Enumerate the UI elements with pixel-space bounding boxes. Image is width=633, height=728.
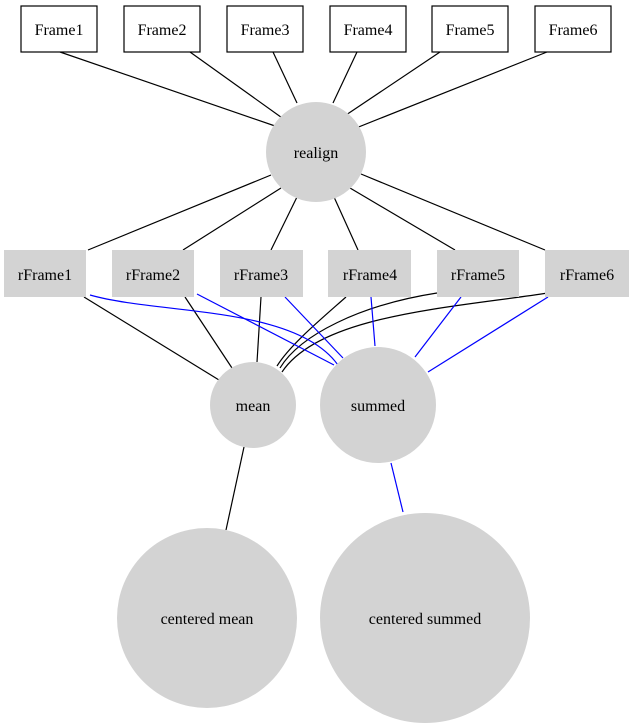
node-rframe4-label: rFrame4	[343, 267, 397, 284]
edge-rframe5-summed	[414, 296, 462, 358]
node-centered-mean-circle	[117, 528, 297, 708]
edge-rframe6-summed	[427, 296, 549, 373]
node-centered-summed[interactable]: centered summed	[320, 513, 530, 723]
node-rframe5[interactable]: rFrame5	[437, 250, 519, 297]
edges-to-centered	[225, 446, 404, 531]
edge-realign-rframe6	[360, 173, 546, 251]
node-frame1-box	[20, 5, 98, 53]
frame-nodes: Frame1 Frame2 Frame3 Frame4 Frame5 Frame…	[20, 5, 612, 53]
node-summed-label: summed	[351, 398, 405, 415]
edge-rframe5-mean	[279, 292, 438, 369]
edge-rframe3-mean	[256, 296, 262, 363]
node-centered-summed-label: centered summed	[369, 611, 481, 628]
node-rframe1-label: rFrame1	[18, 267, 72, 284]
node-rframe4-box	[328, 250, 411, 297]
node-realign-label: realign	[294, 145, 338, 162]
node-frame3-box	[226, 5, 304, 53]
edge-rframe2-summed	[196, 293, 335, 366]
node-rframe6-box	[545, 250, 629, 297]
node-rframe3-box	[220, 250, 303, 297]
node-frame2[interactable]: Frame2	[123, 5, 201, 53]
node-frame2-box	[123, 5, 201, 53]
node-centered-summed-circle	[320, 513, 530, 723]
node-frame6[interactable]: Frame6	[534, 5, 612, 53]
edge-frame5-realign	[345, 51, 441, 116]
edge-summed-centered-summed	[390, 462, 404, 513]
node-frame4[interactable]: Frame4	[329, 5, 407, 53]
edge-rframe4-mean	[276, 296, 347, 367]
node-rframe1[interactable]: rFrame1	[4, 250, 86, 297]
edges-rframes-to-summed	[89, 293, 549, 373]
node-frame2-label: Frame2	[138, 22, 187, 39]
node-summed[interactable]: summed	[320, 347, 436, 463]
node-centered-mean-label: centered mean	[161, 611, 254, 628]
node-frame4-box	[329, 5, 407, 53]
node-rframe6-label: rFrame6	[560, 267, 614, 284]
node-realign-circle	[266, 102, 366, 202]
node-mean-circle	[210, 362, 296, 448]
edge-realign-rframe4	[333, 196, 359, 251]
edge-frame6-realign	[355, 51, 548, 129]
edge-frame3-realign	[272, 51, 298, 104]
node-mean-label: mean	[236, 398, 271, 415]
node-frame1[interactable]: Frame1	[20, 5, 98, 53]
node-frame6-box	[534, 5, 612, 53]
node-frame5[interactable]: Frame5	[431, 5, 509, 53]
node-frame1-label: Frame1	[35, 22, 84, 39]
edges-rframes-to-mean	[83, 292, 549, 381]
edge-frame1-realign	[59, 51, 279, 128]
node-rframe1-box	[4, 250, 86, 297]
edge-rframe2-mean	[184, 296, 233, 369]
node-rframe4[interactable]: rFrame4	[328, 250, 411, 297]
node-summed-circle	[320, 347, 436, 463]
edge-frame2-realign	[189, 51, 286, 121]
node-rframe2-label: rFrame2	[126, 267, 180, 284]
edge-rframe4-summed	[370, 296, 376, 347]
edge-frame4-realign	[332, 51, 358, 104]
edge-realign-rframe2	[182, 187, 282, 251]
node-centered-mean[interactable]: centered mean	[117, 528, 297, 708]
node-rframe3-label: rFrame3	[234, 267, 288, 284]
node-mean[interactable]: mean	[210, 362, 296, 448]
edge-mean-centered-mean	[225, 446, 245, 531]
node-realign[interactable]: realign	[266, 102, 366, 202]
node-frame6-label: Frame6	[549, 22, 598, 39]
node-rframe5-box	[437, 250, 519, 297]
rframe-nodes: rFrame1 rFrame2 rFrame3 rFrame4 rFrame5 …	[4, 250, 629, 297]
edges-frames-to-realign	[59, 51, 548, 129]
edge-rframe1-mean	[83, 296, 220, 381]
edge-realign-rframe5	[349, 187, 456, 251]
node-rframe2-box	[112, 250, 194, 297]
edge-rframe1-summed	[89, 294, 341, 369]
node-frame5-label: Frame5	[446, 22, 495, 39]
node-rframe6[interactable]: rFrame6	[545, 250, 629, 297]
edge-rframe3-summed	[284, 296, 344, 359]
node-rframe2[interactable]: rFrame2	[112, 250, 194, 297]
node-rframe5-label: rFrame5	[451, 267, 505, 284]
edge-realign-rframe3	[270, 196, 298, 251]
edge-realign-rframe1	[87, 174, 272, 251]
node-frame3-label: Frame3	[241, 22, 290, 39]
edge-rframe6-mean	[281, 292, 549, 373]
node-rframe3[interactable]: rFrame3	[220, 250, 303, 297]
node-frame5-box	[431, 5, 509, 53]
node-frame4-label: Frame4	[344, 22, 393, 39]
edges-realign-to-rframes	[87, 173, 546, 251]
node-frame3[interactable]: Frame3	[226, 5, 304, 53]
